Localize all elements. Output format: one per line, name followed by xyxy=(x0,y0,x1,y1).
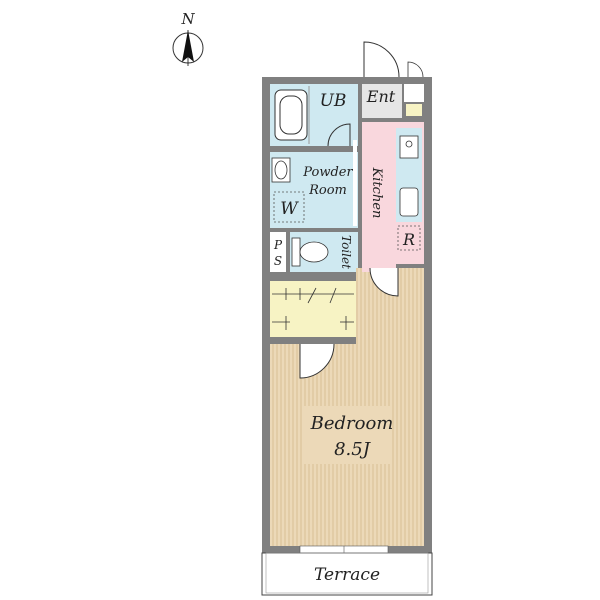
bedroom-door-icon xyxy=(369,267,399,297)
toilet-label: Toilet xyxy=(339,235,353,269)
refrigerator-label: R xyxy=(402,230,415,249)
kitchen-sink-icon xyxy=(399,187,419,217)
closet-hanger-icon xyxy=(272,287,354,330)
shoe-storage xyxy=(406,104,422,116)
pipe-space xyxy=(270,232,286,272)
shoe-box xyxy=(404,84,424,102)
front-door-icon xyxy=(363,41,400,78)
meter-box-door-icon xyxy=(407,61,424,78)
closet xyxy=(270,281,356,337)
pipe-space-label-2: S xyxy=(274,254,282,268)
terrace xyxy=(261,552,433,596)
bedroom-label-2: 8.5J xyxy=(334,439,372,460)
closet-door-icon xyxy=(299,343,335,379)
stove-icon xyxy=(399,135,419,159)
powder-room-label-2: Room xyxy=(308,183,347,198)
washer-label: W xyxy=(280,199,299,219)
bath-door-icon xyxy=(327,123,351,147)
bedroom-label-1: Bedroom xyxy=(310,413,394,434)
north-label: N xyxy=(180,10,195,28)
refrigerator-space xyxy=(397,225,421,251)
kitchen-label: Kitchen xyxy=(369,167,384,219)
toilet-icon xyxy=(291,237,329,267)
entrance-label: Ent xyxy=(366,87,396,106)
north-compass-icon xyxy=(172,30,204,66)
bathtub-icon xyxy=(274,89,308,141)
unit-bath-label: UB xyxy=(320,91,347,111)
sink-icon xyxy=(271,157,291,183)
entrance xyxy=(362,84,402,118)
washer-space xyxy=(273,191,305,223)
sliding-door-icon xyxy=(353,140,357,226)
bedroom-label-box xyxy=(302,406,392,464)
powder-room-label-1: Powder xyxy=(302,165,353,180)
terrace-label: Terrace xyxy=(314,565,380,585)
pipe-space-label-1: P xyxy=(273,238,283,252)
kitchen-doorway xyxy=(362,262,396,272)
